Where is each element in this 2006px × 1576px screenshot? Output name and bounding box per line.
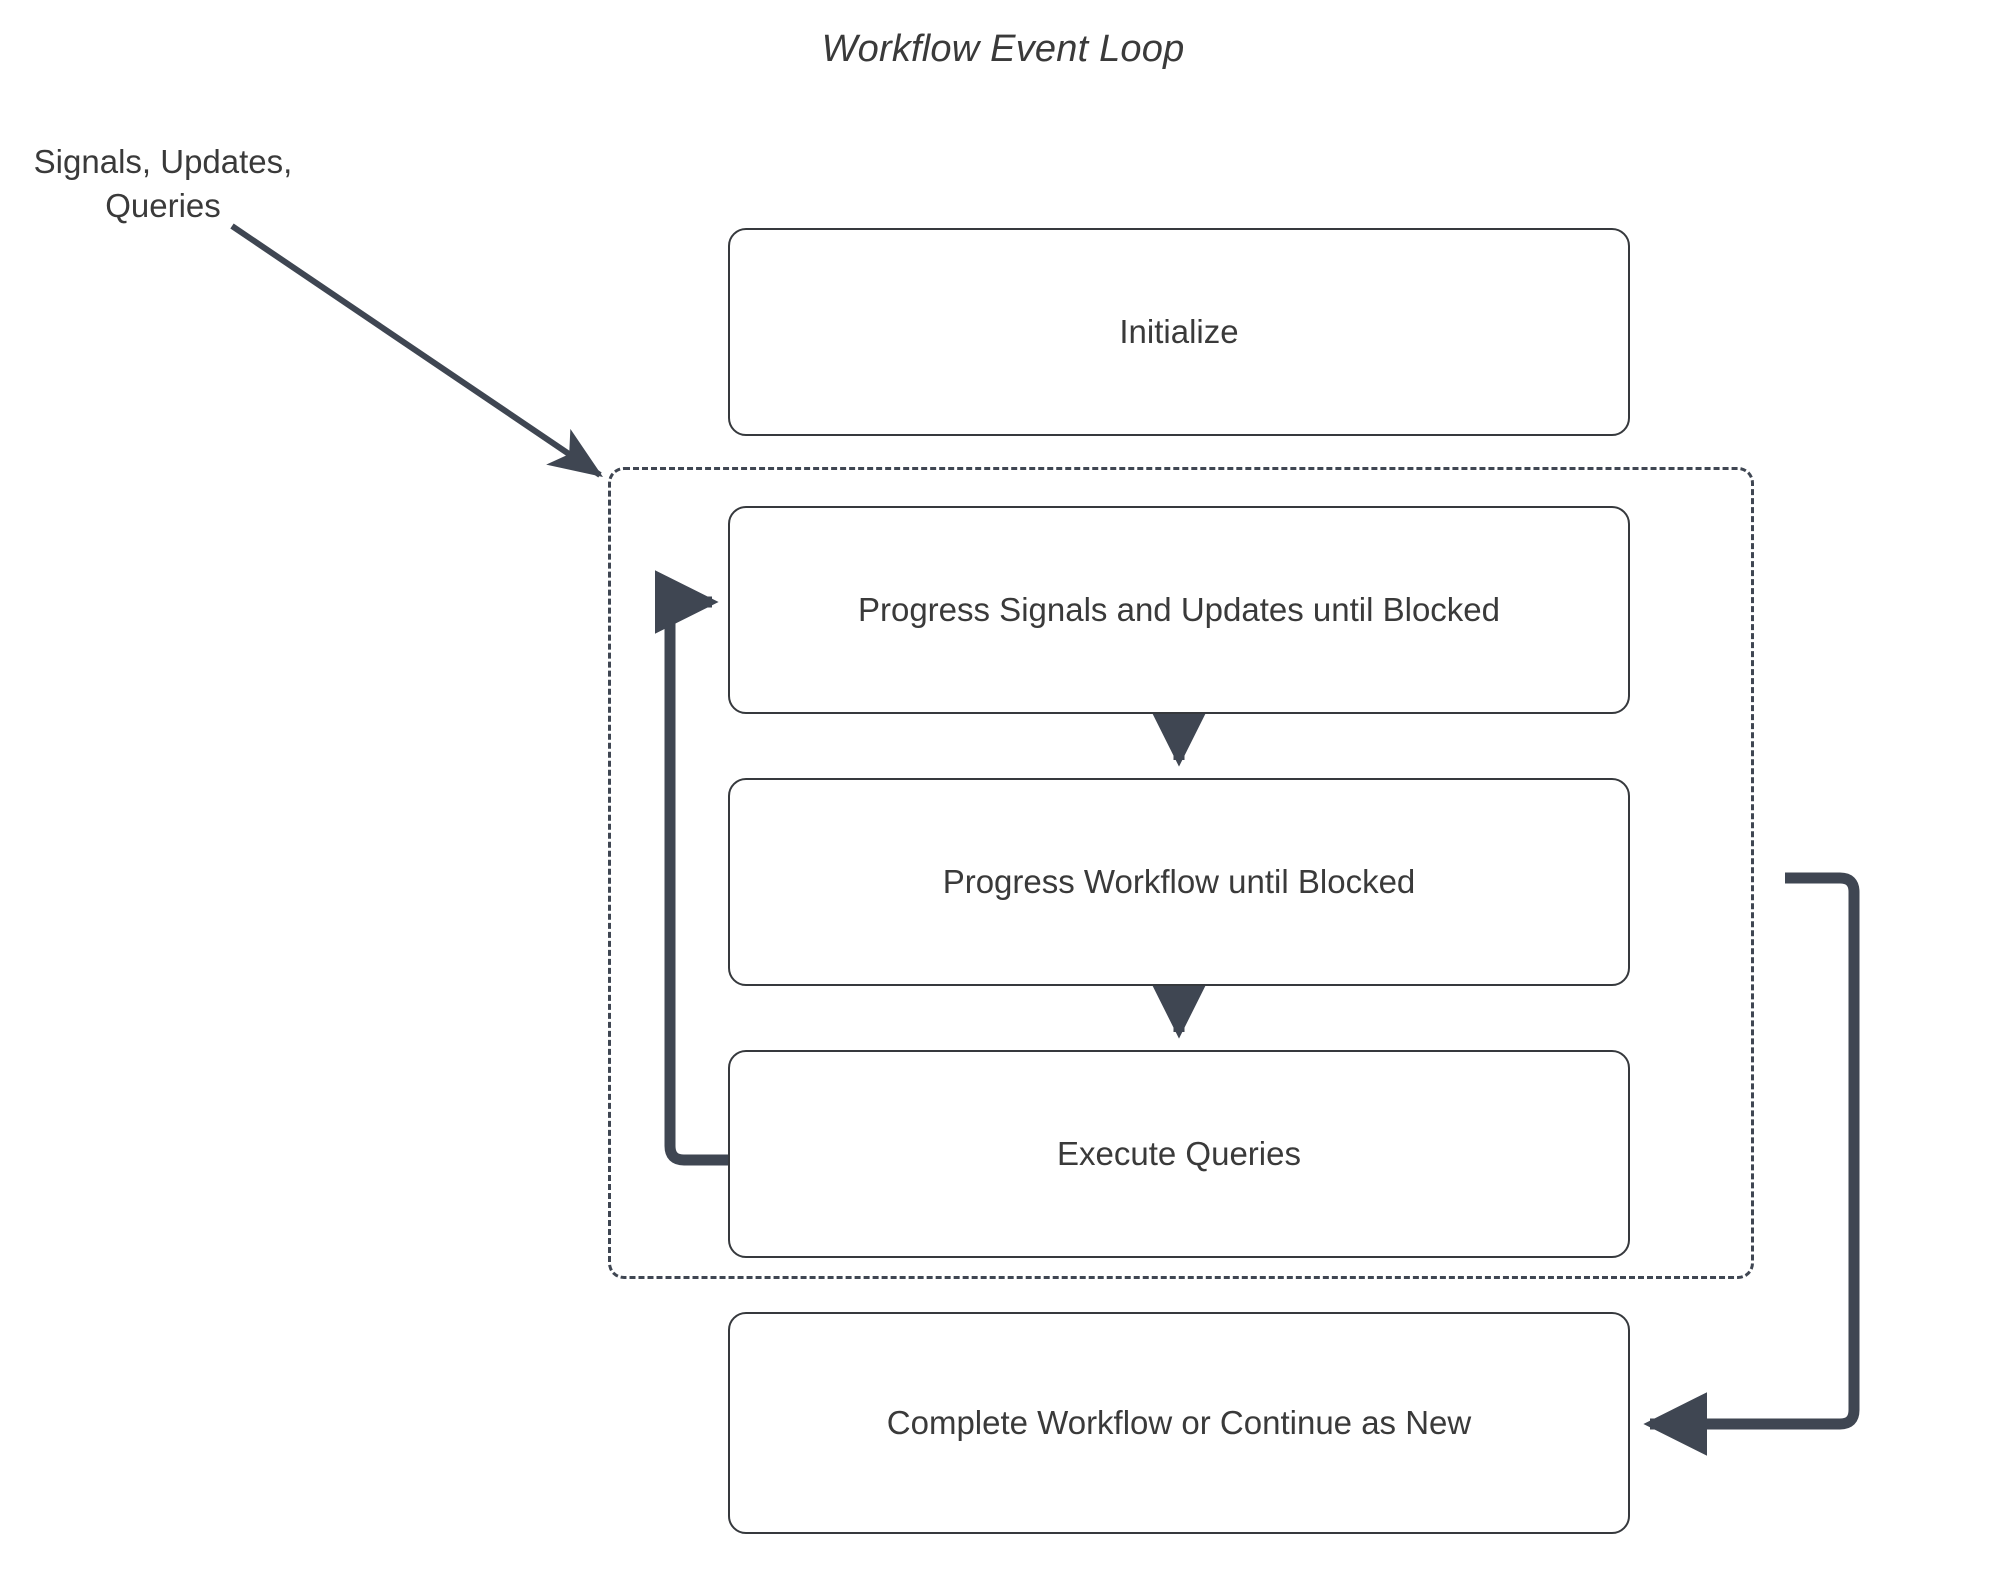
edge-execute-queries-loop-back bbox=[654, 570, 728, 1166]
external-input-label-line2: Queries bbox=[105, 187, 221, 224]
edge-loop-to-complete-workflow bbox=[1643, 872, 1860, 1456]
node-progress-signals-and-updates[interactable]: Progress Signals and Updates until Block… bbox=[728, 506, 1630, 714]
edge-external-input-to-loop bbox=[230, 223, 603, 478]
node-complete-workflow-or-continue-as-new[interactable]: Complete Workflow or Continue as New bbox=[728, 1312, 1630, 1534]
node-initialize[interactable]: Initialize bbox=[728, 228, 1630, 436]
external-input-label: Signals, Updates, Queries bbox=[18, 140, 308, 228]
external-input-label-line1: Signals, Updates, bbox=[33, 143, 293, 180]
event-loop-group bbox=[608, 467, 1754, 1279]
node-progress-workflow[interactable]: Progress Workflow until Blocked bbox=[728, 778, 1630, 986]
page-title: Workflow Event Loop bbox=[821, 28, 1185, 70]
node-execute-queries[interactable]: Execute Queries bbox=[728, 1050, 1630, 1258]
